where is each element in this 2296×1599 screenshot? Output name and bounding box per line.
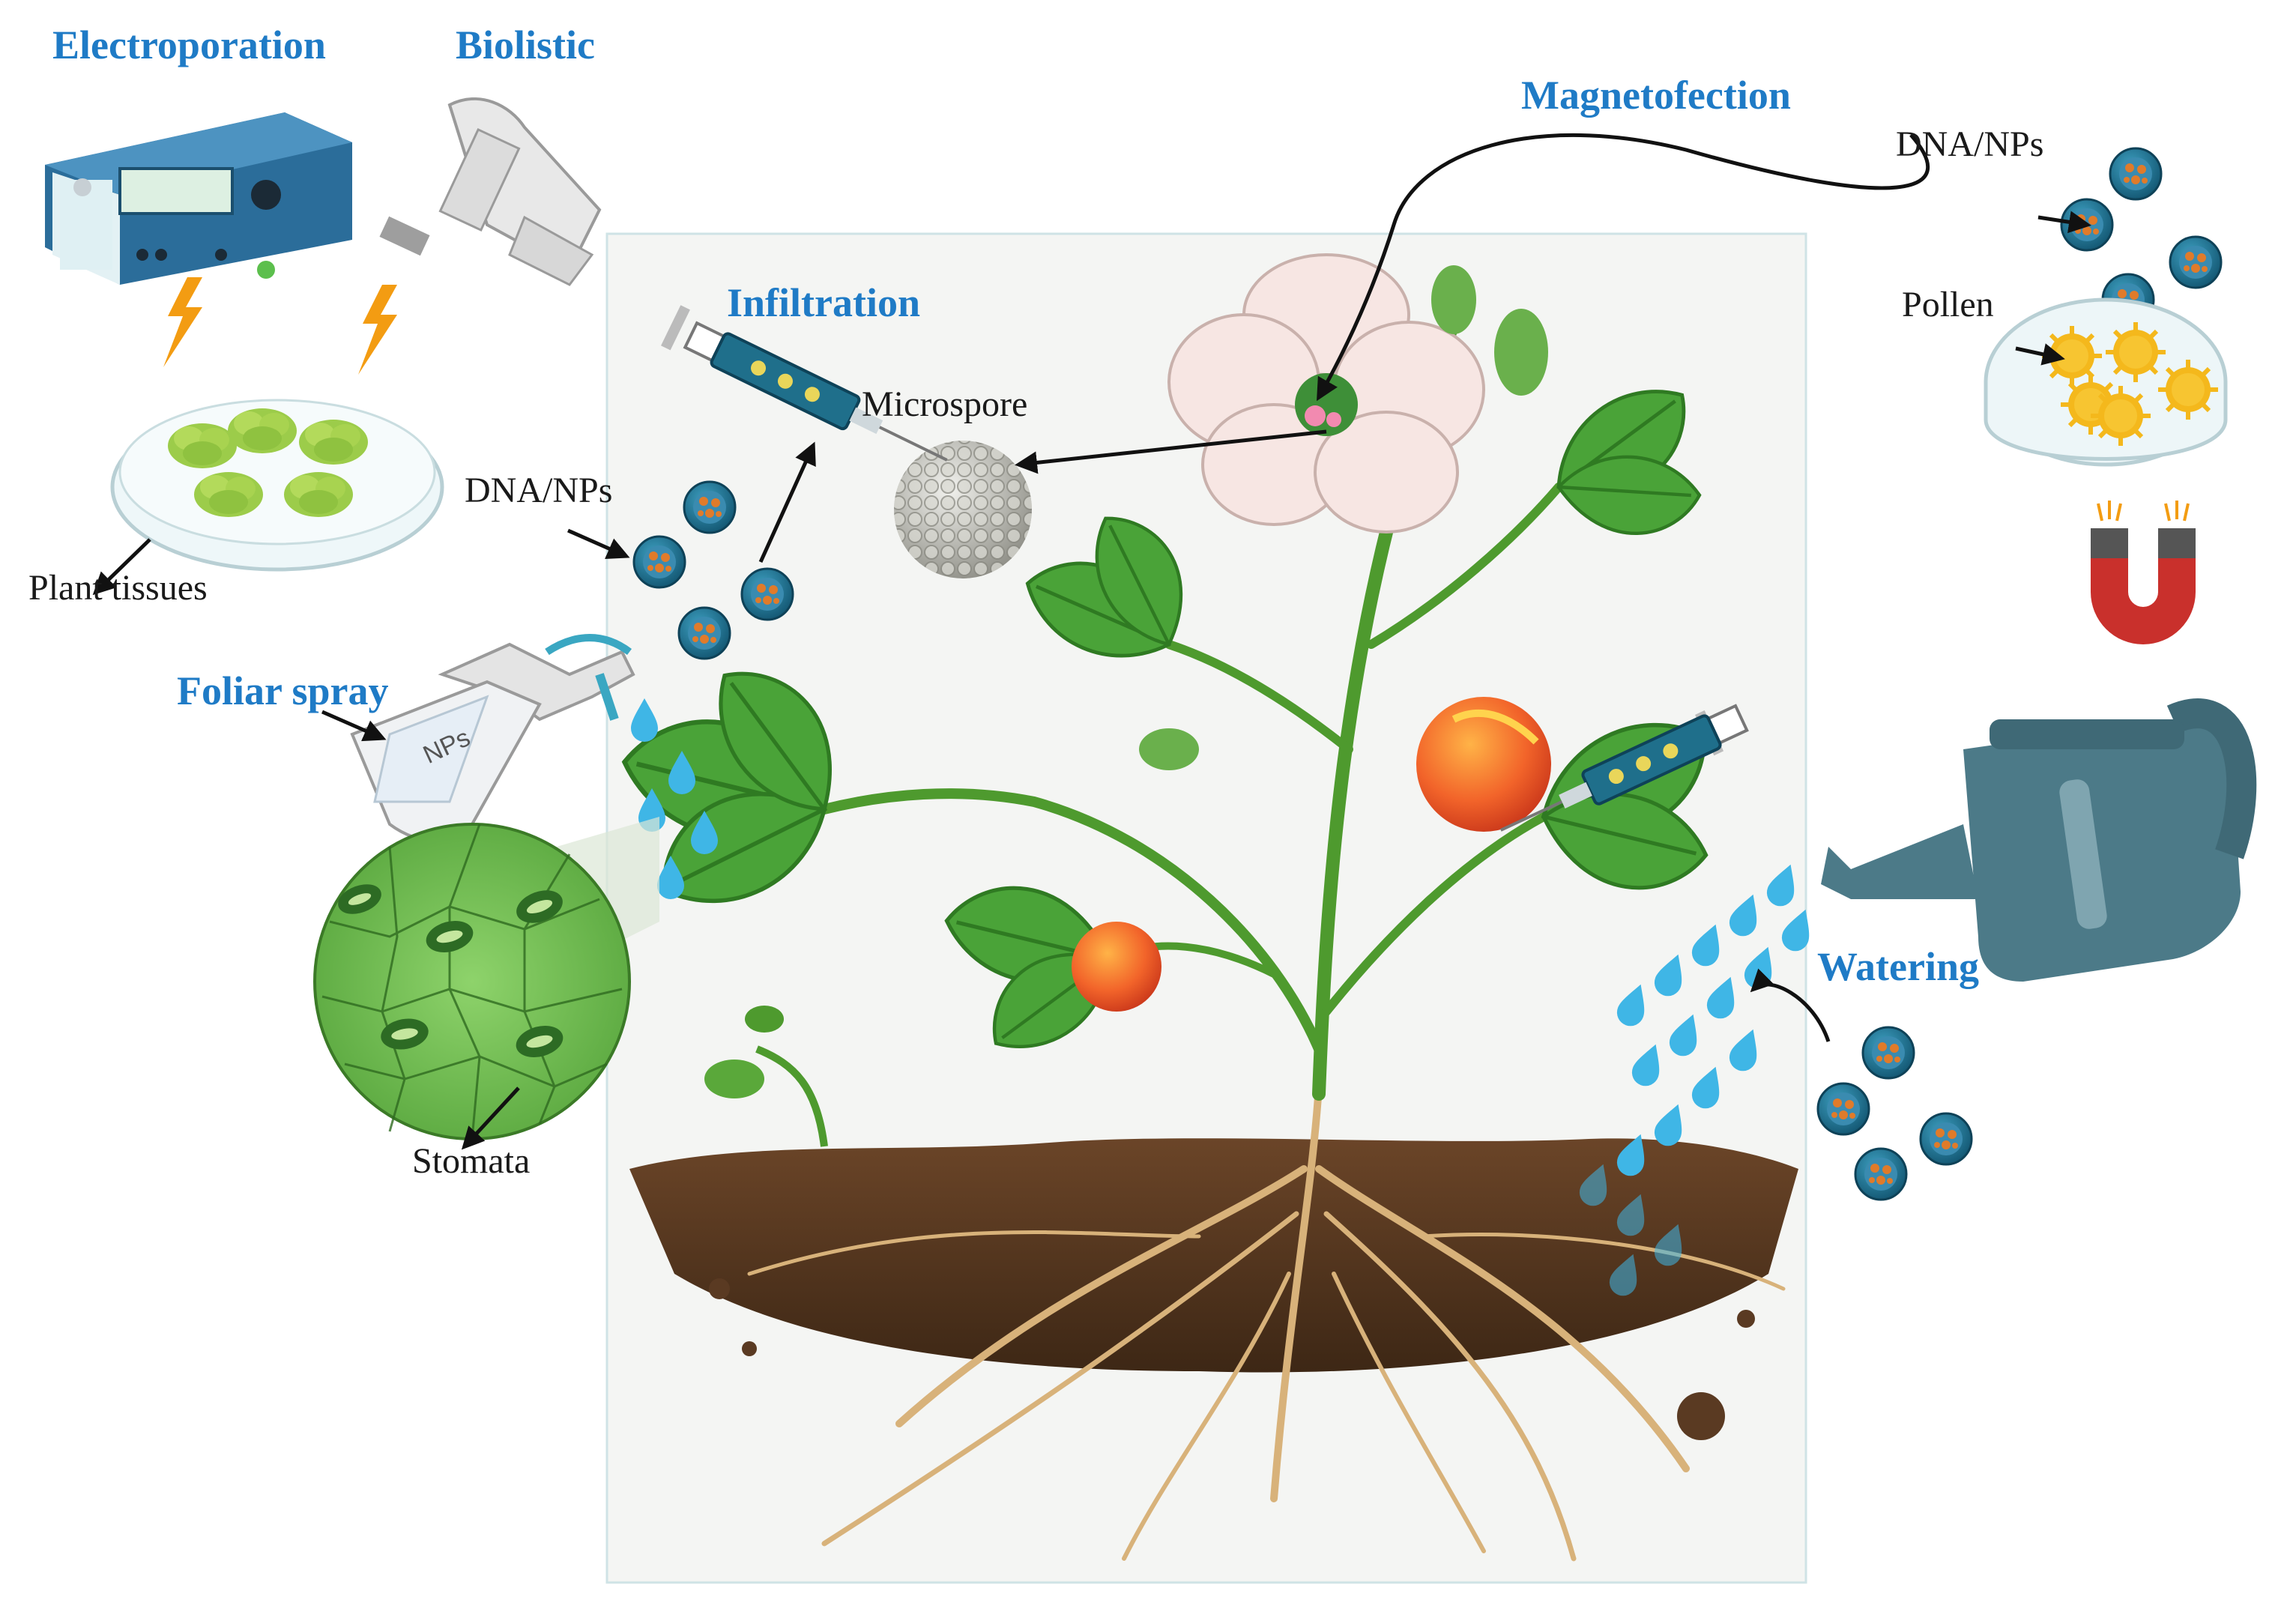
syringe-icon-infiltration — [661, 305, 948, 462]
label-dna-nps-left: DNA/NPs — [465, 471, 612, 510]
watering-can-icon — [1821, 698, 2257, 982]
spray-bottle-icon — [350, 634, 635, 843]
arrows — [92, 133, 2091, 1150]
label-microspore: Microspore — [862, 384, 1027, 424]
microspore-icon — [894, 441, 1032, 578]
label-stomata: Stomata — [412, 1141, 530, 1181]
label-electroporation: Electroporation — [52, 22, 326, 67]
label-plant-tissues: Plant tissues — [28, 568, 208, 608]
electroporator-icon — [45, 112, 352, 285]
fruit-icon — [1072, 697, 1551, 1012]
gene-gun-icon — [379, 97, 602, 286]
flower-buds — [1139, 265, 1548, 770]
roots — [747, 1083, 1786, 1562]
petri-dish-icon-tissues — [110, 399, 444, 572]
label-dna-nps-right: DNA/NPs — [1896, 124, 2043, 164]
magnet-icon — [2091, 501, 2196, 644]
stomata-magnified — [313, 817, 659, 1140]
lightning-icon — [163, 277, 397, 375]
stems — [819, 293, 1563, 1101]
nanoparticle-icon-top-right — [2060, 147, 2223, 327]
flower-icon — [1167, 253, 1485, 533]
syringe-icon-fruit — [1499, 704, 1749, 832]
label-foliar-spray: Foliar spray — [177, 668, 389, 713]
label-biolistic: Biolistic — [456, 22, 595, 67]
label-pollen: Pollen — [1902, 285, 1994, 324]
nanoparticle-icon-bottom-right — [1816, 1026, 1973, 1201]
soil — [629, 1138, 1798, 1440]
label-magnetofection: Magnetofection — [1521, 73, 1791, 118]
label-watering: Watering — [1817, 944, 1979, 989]
seedling — [704, 1006, 828, 1147]
label-infiltration: Infiltration — [727, 280, 920, 325]
petri-dish-icon-pollen — [1984, 297, 2228, 467]
